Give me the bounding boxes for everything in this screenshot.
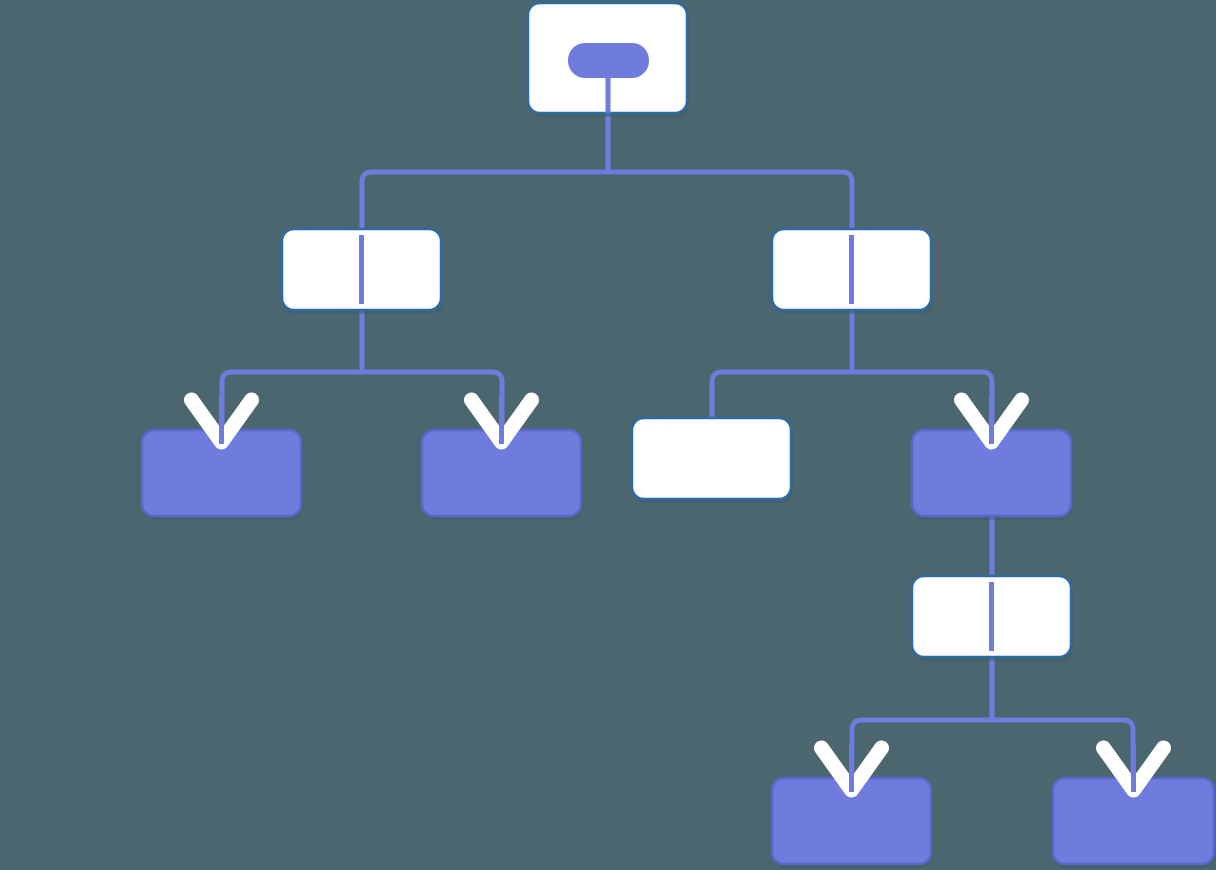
connector-edge xyxy=(849,310,995,430)
tree-node[interactable] xyxy=(140,428,303,520)
tree-node[interactable] xyxy=(910,428,1073,520)
connector-edge xyxy=(605,113,855,229)
connector-edge xyxy=(989,657,1136,778)
tree-node[interactable] xyxy=(420,428,583,520)
node-layer xyxy=(140,1,1216,868)
tree-node[interactable] xyxy=(526,1,689,117)
tree-node[interactable] xyxy=(770,776,933,868)
connector-edge xyxy=(359,113,611,229)
connector-edge xyxy=(359,310,505,430)
connector-edge xyxy=(849,657,995,778)
node-body-outlined[interactable] xyxy=(630,416,793,501)
tree-node[interactable] xyxy=(1051,776,1216,868)
tree-node[interactable] xyxy=(630,416,793,503)
connector-edge xyxy=(219,310,365,430)
arrow-layer xyxy=(184,392,1171,798)
connector-edge xyxy=(709,310,855,418)
